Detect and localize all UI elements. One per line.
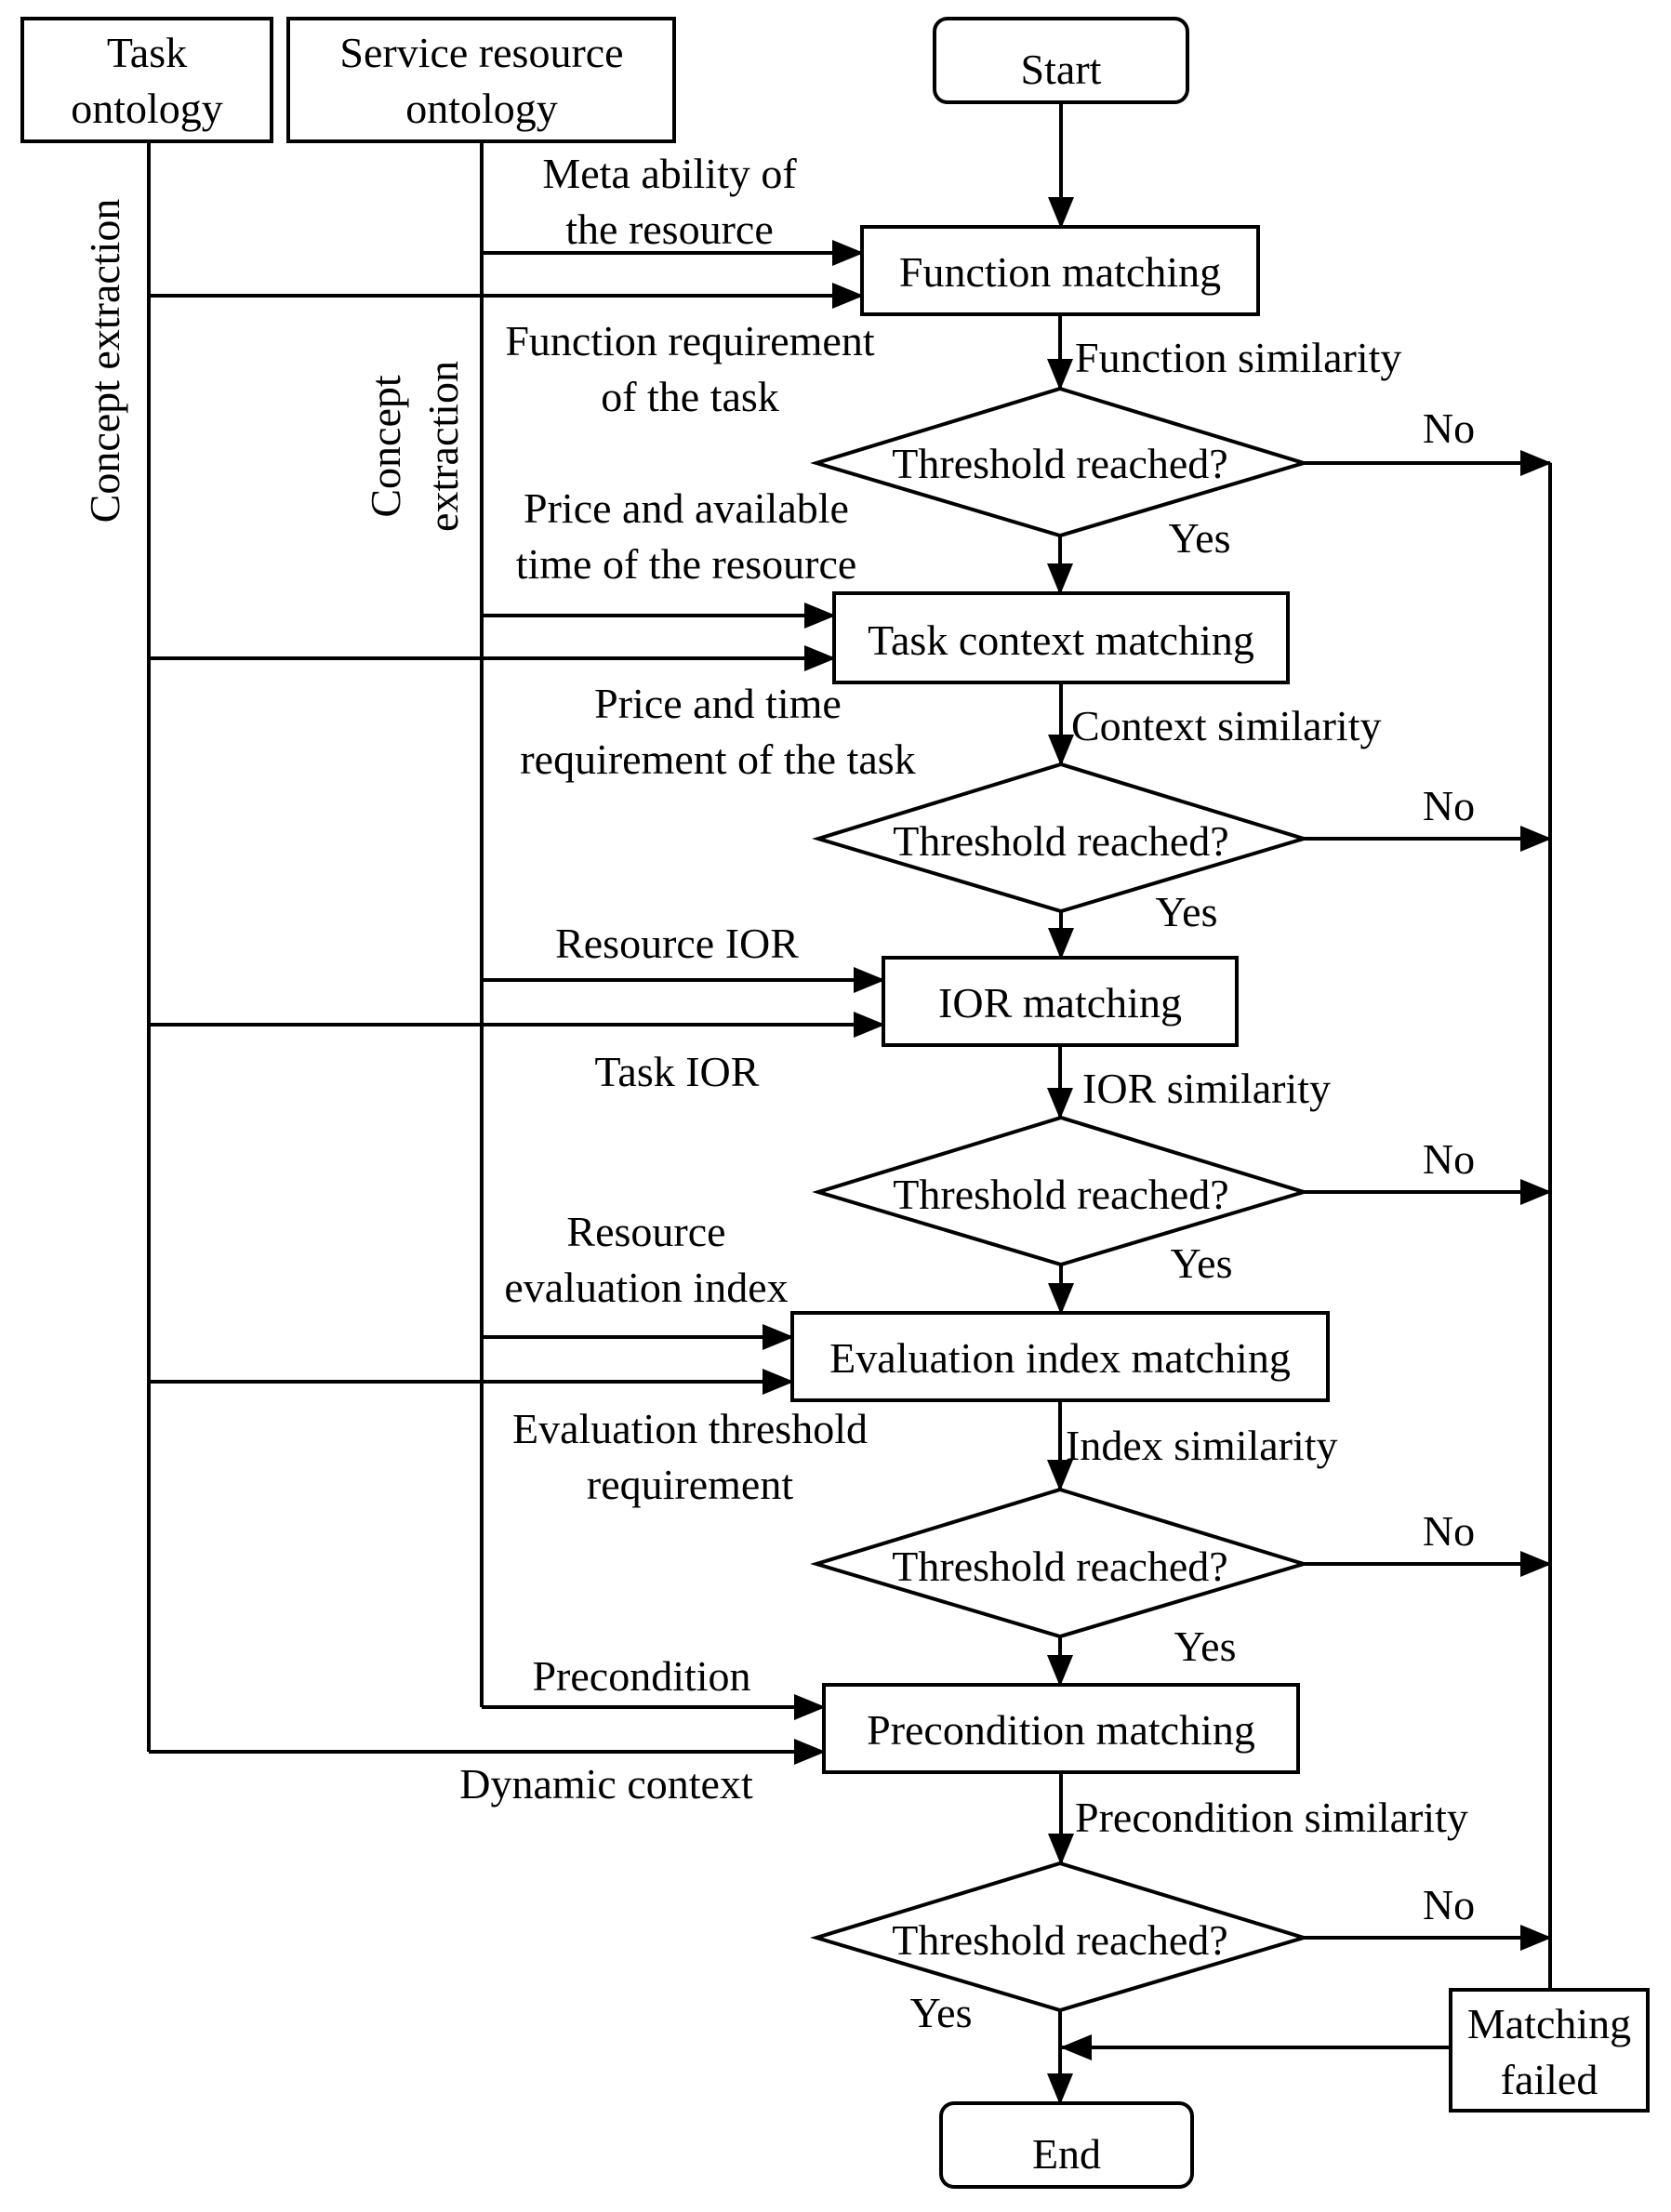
task-input-label-line-1: Function requirement <box>505 317 875 364</box>
decision-1-no-label: No <box>1423 404 1475 452</box>
matching-failed-line-2: failed <box>1501 2056 1598 2103</box>
decision-4-no-label: No <box>1423 1507 1475 1555</box>
task-ontology-box: Task ontology <box>20 17 273 143</box>
function-matching-step: Meta ability of the resource Function re… <box>149 150 1552 595</box>
resource-input-label-line-1: Resource <box>566 1208 725 1255</box>
resource-input-label-line-1: Meta ability of <box>542 150 797 197</box>
start-label: Start <box>1021 46 1102 93</box>
task-input-label-line-1: Price and time <box>594 680 842 727</box>
ior-matching-label: IOR matching <box>938 979 1182 1027</box>
index-similarity-label: Index similarity <box>1066 1422 1338 1469</box>
precondition-matching-box <box>822 1683 1300 1774</box>
resource-input-label-line-2: the resource <box>565 205 774 253</box>
task-concept-extraction-label: Concept extraction <box>81 199 128 523</box>
decision-2-no-label: No <box>1423 782 1475 829</box>
resource-ontology-line-1: Service resource <box>339 29 623 76</box>
start-terminal: Start <box>933 17 1189 104</box>
decision-5-yes-label: Yes <box>910 1989 973 2036</box>
resource-input-label: Resource IOR <box>555 920 799 967</box>
task-input-label: Dynamic context <box>459 1760 753 1808</box>
function-similarity-label: Function similarity <box>1075 334 1401 381</box>
end-terminal: End <box>939 2101 1194 2189</box>
task-input-label-line-2: of the task <box>601 373 779 420</box>
resource-input-label-line-2: evaluation index <box>504 1264 788 1311</box>
service-resource-ontology-box: Service resource ontology <box>286 17 676 143</box>
resource-ontology-line-2: ontology <box>405 85 558 132</box>
evaluation-index-matching-step: Resource evaluation index Evaluation thr… <box>149 1208 1552 1687</box>
task-input-label-line-1: Evaluation threshold <box>512 1405 868 1452</box>
precondition-matching-step: Precondition Dynamic context Preconditio… <box>149 1652 1552 2105</box>
task-context-matching-step: Price and available time of the resource… <box>149 484 1552 960</box>
task-ontology-line-2: ontology <box>71 85 223 132</box>
evaluation-index-matching-box <box>790 1311 1330 1402</box>
decision-2-question: Threshold reached? <box>893 817 1228 865</box>
task-context-matching-box <box>832 591 1290 684</box>
matching-failed-box: Matching failed <box>1449 1988 1650 2113</box>
precondition-matching-label: Precondition matching <box>867 1706 1255 1754</box>
task-ontology-line-1: Task <box>107 29 187 76</box>
decision-3-question: Threshold reached? <box>893 1171 1228 1218</box>
decision-4-yes-label: Yes <box>1174 1623 1237 1670</box>
end-label: End <box>1032 2130 1101 2178</box>
decision-1-question: Threshold reached? <box>892 440 1227 487</box>
resource-concept-extraction-line-2: extraction <box>419 361 467 532</box>
decision-1-yes-label: Yes <box>1169 514 1231 562</box>
function-matching-box <box>860 225 1260 316</box>
task-input-label-line-2: requirement of the task <box>520 735 915 783</box>
resource-concept-extraction-line-1: Concept <box>362 375 409 518</box>
resource-input-label: Precondition <box>532 1652 750 1700</box>
task-context-matching-label: Task context matching <box>868 616 1254 664</box>
task-input-label: Task IOR <box>595 1048 760 1095</box>
ior-similarity-label: IOR similarity <box>1082 1065 1331 1112</box>
decision-3-yes-label: Yes <box>1171 1239 1233 1287</box>
resource-input-label-line-1: Price and available <box>524 484 849 532</box>
decision-3-no-label: No <box>1423 1135 1475 1183</box>
decision-2-yes-label: Yes <box>1156 888 1218 935</box>
resource-input-label-line-2: time of the resource <box>516 540 857 588</box>
matching-failed-line-1: Matching <box>1467 2000 1631 2047</box>
precondition-similarity-label: Precondition similarity <box>1075 1794 1468 1841</box>
evaluation-index-matching-label: Evaluation index matching <box>829 1334 1291 1382</box>
ior-matching-step: Resource IOR Task IOR IOR matching IOR s… <box>149 920 1552 1315</box>
decision-5-no-label: No <box>1423 1881 1475 1928</box>
task-input-label-line-2: requirement <box>587 1461 793 1508</box>
function-matching-label: Function matching <box>899 248 1221 296</box>
ior-matching-box <box>882 956 1239 1047</box>
context-similarity-label: Context similarity <box>1071 702 1381 749</box>
decision-5-question: Threshold reached? <box>892 1916 1227 1964</box>
decision-4-question: Threshold reached? <box>892 1543 1227 1590</box>
